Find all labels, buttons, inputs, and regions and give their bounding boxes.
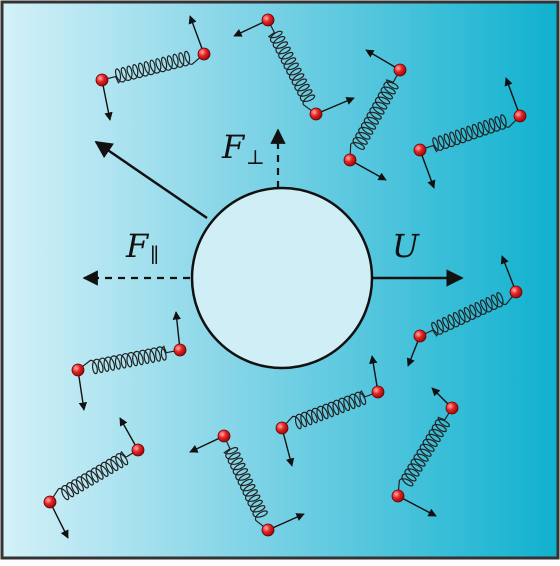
spring-dumbbell-icon bbox=[391, 387, 459, 517]
spring-dumbbell-icon bbox=[71, 311, 187, 411]
f-parallel-label: F bbox=[125, 227, 150, 265]
spring-coil bbox=[267, 19, 317, 115]
spring-coil bbox=[419, 114, 521, 153]
red-sphere-bead-icon bbox=[43, 495, 57, 509]
red-sphere-bead-icon bbox=[413, 143, 427, 157]
bead-force-arrow bbox=[504, 77, 521, 117]
red-sphere-bead-icon bbox=[343, 153, 357, 167]
f-perp-label: F bbox=[221, 128, 246, 166]
red-sphere-bead-icon bbox=[445, 401, 459, 415]
bead-force-arrow bbox=[49, 501, 69, 539]
red-sphere-bead-icon bbox=[217, 429, 231, 443]
red-sphere-bead-icon bbox=[261, 13, 275, 27]
drift-arrow bbox=[94, 140, 208, 220]
bead-force-arrow bbox=[77, 369, 88, 411]
u-label: U bbox=[392, 227, 420, 265]
f-perp-subscript: ⊥ bbox=[246, 145, 265, 169]
red-sphere-bead-icon bbox=[71, 363, 85, 377]
red-sphere-bead-icon bbox=[197, 47, 211, 61]
spring-coil bbox=[101, 50, 205, 84]
spring-coil bbox=[349, 69, 401, 161]
spring-dumbbell-icon bbox=[95, 15, 211, 121]
red-sphere-bead-icon bbox=[509, 285, 523, 299]
spring-dumbbell-icon bbox=[275, 355, 385, 467]
spring-coil bbox=[49, 449, 139, 503]
bead-force-arrow bbox=[365, 49, 401, 71]
bead-force-arrow bbox=[281, 427, 295, 467]
red-sphere-bead-icon bbox=[393, 63, 407, 77]
red-sphere-bead-icon bbox=[391, 489, 405, 503]
red-sphere-bead-icon bbox=[95, 73, 109, 87]
bead-force-arrow bbox=[397, 495, 437, 517]
bead-force-arrow bbox=[315, 97, 355, 115]
spring-dumbbell-icon bbox=[233, 13, 355, 121]
red-sphere-bead-icon bbox=[371, 385, 385, 399]
bead-force-arrow bbox=[101, 79, 113, 121]
spring-coil bbox=[397, 407, 453, 497]
red-sphere-bead-icon bbox=[413, 329, 427, 343]
bead-force-arrow bbox=[500, 255, 517, 293]
bead-force-arrow bbox=[267, 513, 305, 531]
bead-force-arrow bbox=[188, 15, 205, 55]
spring-dumbbell-icon bbox=[43, 417, 145, 539]
red-sphere-bead-icon bbox=[131, 443, 145, 457]
dumbbell-layer bbox=[43, 13, 527, 539]
spring-dumbbell-icon bbox=[406, 255, 523, 367]
spring-coil bbox=[77, 345, 181, 375]
red-sphere-bead-icon bbox=[275, 421, 289, 435]
spring-dumbbell-icon bbox=[189, 429, 305, 537]
spring-dumbbell-icon bbox=[413, 77, 527, 189]
bead-force-arrow bbox=[419, 149, 436, 189]
spring-coil bbox=[281, 389, 379, 430]
red-sphere-bead-icon bbox=[513, 109, 527, 123]
red-sphere-bead-icon bbox=[261, 523, 275, 537]
central-particle bbox=[190, 186, 374, 370]
spring-coil bbox=[419, 291, 517, 337]
f-parallel-subscript: ∥ bbox=[150, 243, 159, 267]
red-sphere-bead-icon bbox=[309, 107, 323, 121]
spring-dumbbell-icon bbox=[343, 49, 407, 181]
bead-force-arrow bbox=[349, 159, 387, 181]
red-sphere-bead-icon bbox=[173, 343, 187, 357]
spring-coil bbox=[223, 435, 269, 531]
